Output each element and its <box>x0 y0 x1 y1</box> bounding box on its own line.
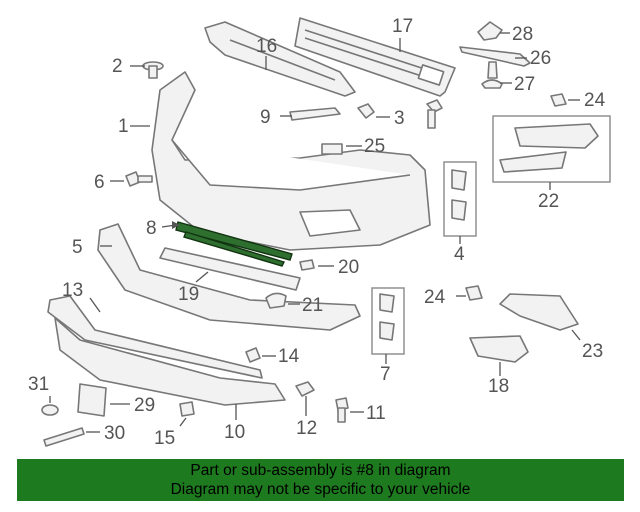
part-31-push-pin <box>41 404 59 416</box>
part-9-bracket <box>289 107 341 121</box>
part-16-energy-absorber <box>204 21 356 97</box>
part-11-bolt <box>335 397 349 423</box>
part-26-molding <box>459 46 531 67</box>
part-17-reinforcement-bar <box>294 17 456 97</box>
part-25-bolt <box>321 143 343 155</box>
callout-17: 17 <box>392 16 413 37</box>
part-23-bezel <box>499 293 579 331</box>
callout-24-upper: 24 <box>584 90 606 111</box>
part-30-rod <box>43 427 85 447</box>
callout-9: 9 <box>260 107 271 128</box>
callout-15: 15 <box>154 428 175 449</box>
part-1-bumper-fascia <box>151 71 431 251</box>
callout-26: 26 <box>530 48 551 69</box>
leader-lines <box>49 32 581 433</box>
callout-31: 31 <box>28 374 49 395</box>
part-4-clip-set <box>443 161 477 237</box>
callout-7: 7 <box>380 364 391 385</box>
callout-5: 5 <box>72 237 83 258</box>
callout-20: 20 <box>338 257 359 278</box>
callout-23: 23 <box>582 341 603 362</box>
footer-banner: Part or sub-assembly is #8 in diagram Di… <box>17 459 624 501</box>
callout-25: 25 <box>364 136 385 157</box>
callout-28: 28 <box>512 24 533 45</box>
callout-12: 12 <box>296 418 317 439</box>
callout-6: 6 <box>94 172 105 193</box>
callout-30: 30 <box>104 423 125 444</box>
callout-14: 14 <box>278 346 300 367</box>
part-29-license-bracket <box>77 383 107 417</box>
callout-16: 16 <box>256 36 277 57</box>
part-24-clip-upper <box>550 93 567 107</box>
callout-21: 21 <box>302 295 323 316</box>
callout-2: 2 <box>112 56 123 77</box>
part-22-bezel-kit <box>492 115 611 183</box>
part-6-bolt <box>125 171 153 187</box>
callout-3: 3 <box>394 108 405 129</box>
callout-27: 27 <box>514 74 535 95</box>
part-24-clip-lower <box>465 285 483 301</box>
part-10-lower-valance <box>54 317 286 406</box>
part-27-push-pin <box>481 61 503 89</box>
part-2-retainer <box>142 61 164 79</box>
part-18-fog-lamp <box>469 335 529 363</box>
callout-labels: 17 16 28 26 27 2 9 3 24 1 25 6 22 4 8 5 … <box>28 16 606 449</box>
callout-10: 10 <box>224 422 245 443</box>
part-8-grille-insert <box>175 221 293 267</box>
parts-diagram: 17 16 28 26 27 2 9 3 24 1 25 6 22 4 8 5 … <box>28 16 611 449</box>
callout-29: 29 <box>134 395 155 416</box>
callout-1: 1 <box>118 116 129 137</box>
callout-22: 22 <box>538 191 559 212</box>
part-20-screw <box>299 259 315 271</box>
callout-4: 4 <box>454 244 465 265</box>
callout-11: 11 <box>366 403 386 424</box>
callout-18: 18 <box>488 376 509 397</box>
part-19-grille <box>159 247 301 291</box>
part-21-cap <box>265 292 287 309</box>
part-13-air-deflector <box>47 295 263 379</box>
callout-13: 13 <box>62 280 83 301</box>
part-14-clip <box>245 347 261 363</box>
footer-line-part-number: Part or sub-assembly is #8 in diagram <box>190 462 451 479</box>
part-15-clip <box>179 401 195 417</box>
callout-24-lower: 24 <box>424 287 446 308</box>
footer-line-disclaimer: Diagram may not be specific to your vehi… <box>170 481 471 498</box>
callout-8: 8 <box>146 218 157 239</box>
part-3-bolt <box>357 99 443 129</box>
part-7-clip-set <box>371 287 405 355</box>
part-12-fastener <box>295 381 315 397</box>
part-28-clip <box>477 21 503 41</box>
callout-19: 19 <box>178 284 199 305</box>
